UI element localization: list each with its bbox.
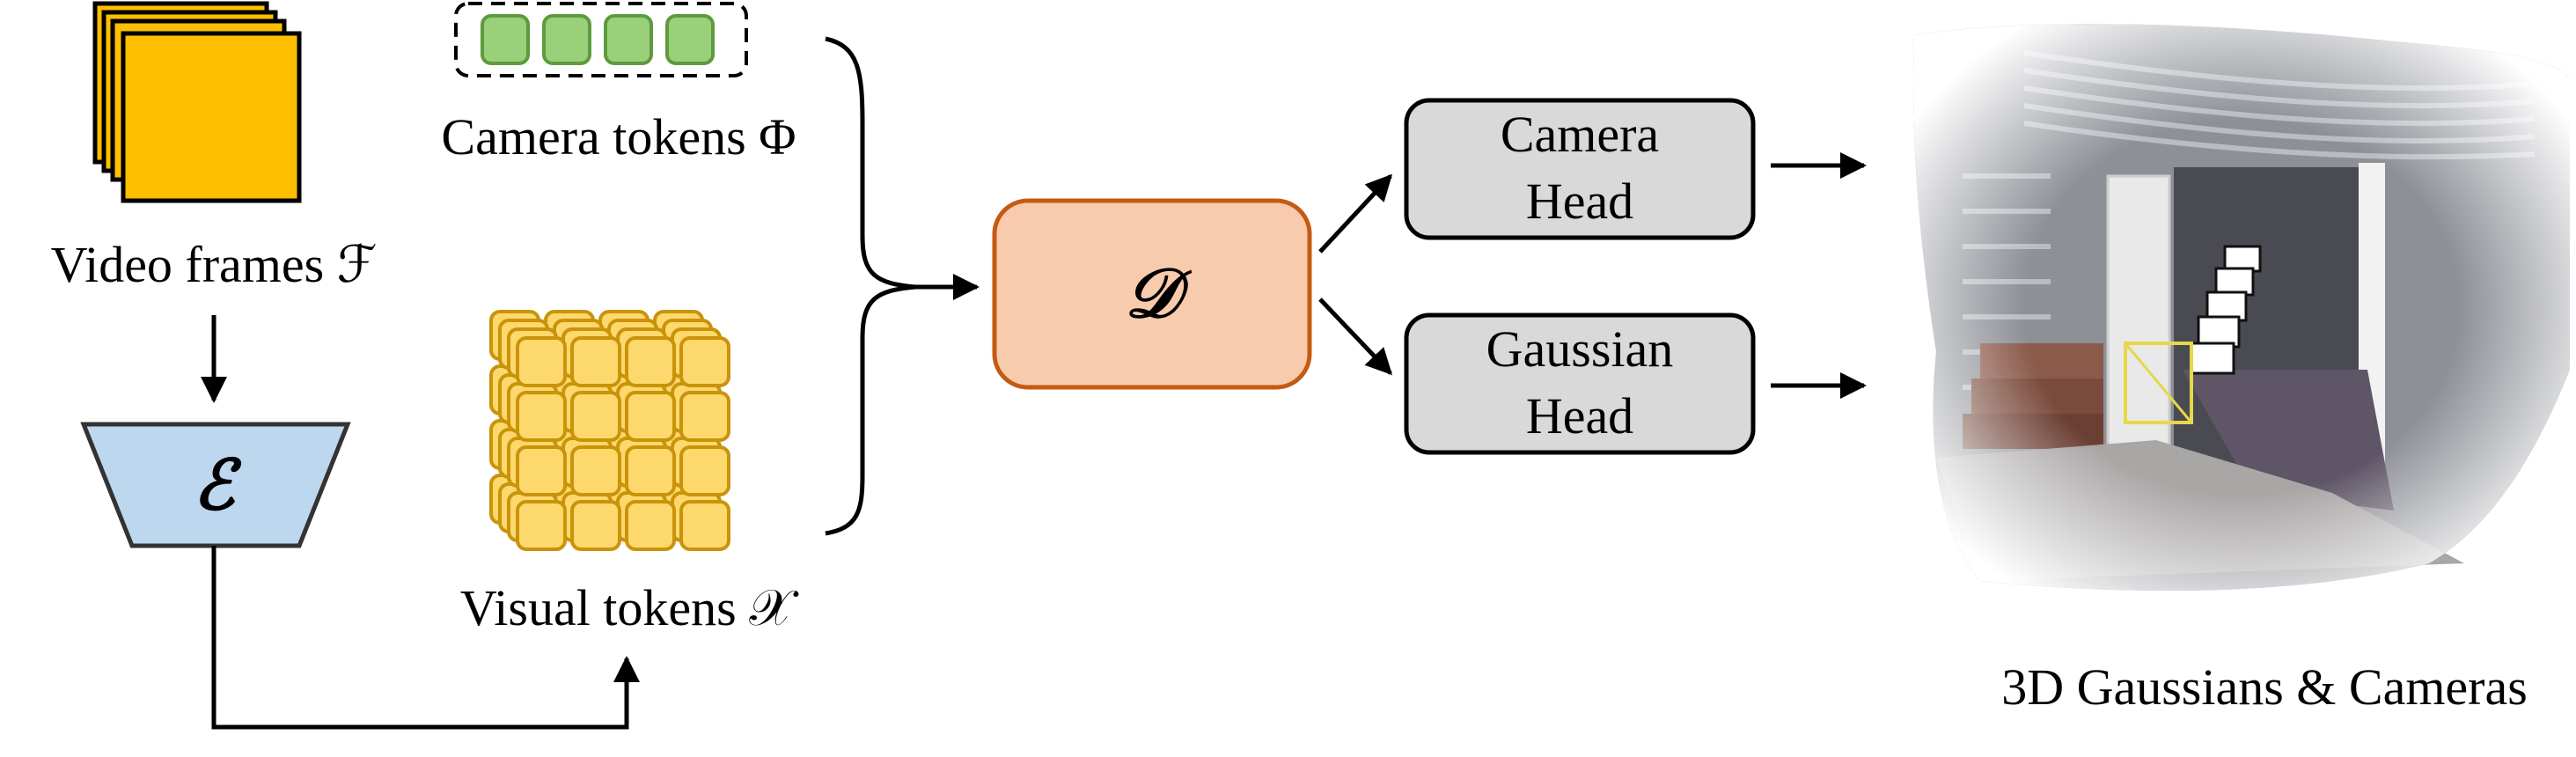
visual-token bbox=[679, 391, 730, 442]
camera-token bbox=[542, 14, 591, 65]
visual-token bbox=[516, 391, 567, 442]
visual-token bbox=[570, 391, 621, 442]
token-row-icon bbox=[454, 2, 748, 77]
visual-token bbox=[516, 336, 567, 387]
visual-token bbox=[679, 336, 730, 387]
merge-brace bbox=[825, 36, 916, 536]
visual-token bbox=[625, 391, 676, 442]
camera-head-label-line1: Camera bbox=[1501, 106, 1659, 163]
camera-head-block bbox=[1404, 98, 1756, 240]
camera-head-label-line2: Head bbox=[1526, 173, 1633, 230]
arrow-decoder-to-camera-head bbox=[1318, 173, 1393, 254]
visual-token bbox=[625, 336, 676, 387]
camera-token bbox=[665, 14, 715, 65]
visual-token bbox=[570, 500, 621, 551]
visual-token bbox=[679, 445, 730, 496]
gaussian-head-block bbox=[1404, 312, 1756, 455]
gaussian-head-label-line1: Gaussian bbox=[1486, 320, 1674, 378]
camera-token bbox=[604, 14, 653, 65]
camera-token-group bbox=[454, 2, 748, 77]
encoder-block bbox=[80, 422, 351, 548]
stacked-frames-icon bbox=[92, 1, 302, 203]
scene-vignette bbox=[1913, 24, 2570, 592]
token-cube-icon bbox=[489, 310, 730, 551]
output-caption: 3D Gaussians & Cameras bbox=[2001, 658, 2528, 716]
video-frames-label: Video frames ℱ bbox=[51, 236, 378, 293]
visual-tokens-label: Visual tokens 𝒳 bbox=[460, 579, 799, 636]
camera-token bbox=[481, 14, 530, 65]
visual-token bbox=[570, 445, 621, 496]
encoder-symbol: ℰ bbox=[193, 447, 242, 524]
arrow-encoder-to-visual-tokens bbox=[211, 546, 640, 730]
visual-token bbox=[570, 336, 621, 387]
decoder-block bbox=[992, 198, 1312, 390]
gaussian-head-label-line2: Head bbox=[1526, 387, 1633, 445]
visual-token bbox=[516, 445, 567, 496]
visual-token bbox=[679, 500, 730, 551]
frame-1 bbox=[121, 31, 302, 203]
camera-tokens-label: Camera tokens Φ bbox=[441, 108, 796, 165]
arrow-decoder-to-gaussian-head bbox=[1318, 298, 1393, 376]
visual-token bbox=[625, 500, 676, 551]
scene-render-icon bbox=[1913, 24, 2570, 592]
visual-token bbox=[625, 445, 676, 496]
visual-token bbox=[516, 500, 567, 551]
